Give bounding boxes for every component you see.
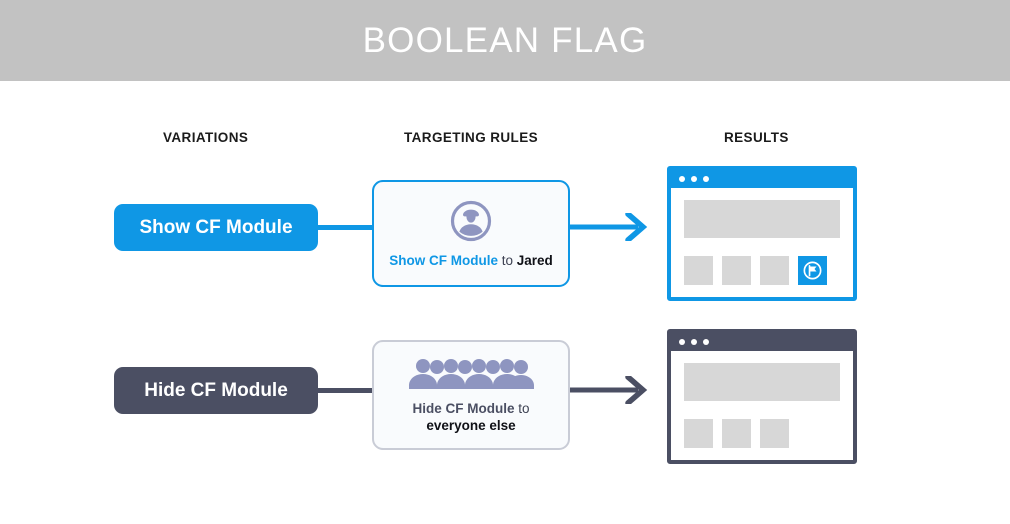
result-browser-window-show bbox=[667, 166, 857, 301]
cf-module-tile bbox=[798, 256, 827, 285]
content-placeholder-block bbox=[684, 363, 840, 401]
rule-flag-name: Show CF Module bbox=[389, 253, 498, 268]
variation-pill-hide[interactable]: Hide CF Module bbox=[114, 367, 318, 414]
window-dot-icon bbox=[703, 176, 709, 182]
rule-connector-word: to bbox=[497, 253, 517, 268]
column-header-targeting-rules: TARGETING RULES bbox=[404, 130, 538, 145]
content-tile bbox=[722, 419, 751, 448]
flow-arrow-show bbox=[570, 211, 658, 243]
window-dot-icon bbox=[679, 176, 685, 182]
flag-rule-row-hide: Hide CF Module bbox=[0, 318, 1010, 478]
column-header-results: RESULTS bbox=[724, 130, 789, 145]
content-tile bbox=[760, 256, 789, 285]
targeting-rule-text-hide: Hide CF Module to everyone else bbox=[412, 400, 529, 434]
targeting-rule-card-show[interactable]: Show CF Module to Jared bbox=[372, 180, 570, 287]
crowd-icon bbox=[403, 356, 539, 394]
content-tile bbox=[722, 256, 751, 285]
rule-flag-name: Hide CF Module bbox=[412, 401, 515, 416]
window-dot-icon bbox=[691, 176, 697, 182]
targeting-rule-card-hide[interactable]: Hide CF Module to everyone else bbox=[372, 340, 570, 450]
rule-audience: Jared bbox=[516, 253, 553, 268]
window-dot-icon bbox=[703, 339, 709, 345]
flow-arrow-hide bbox=[570, 374, 658, 406]
column-header-variations: VARIATIONS bbox=[163, 130, 249, 145]
content-tile bbox=[684, 419, 713, 448]
content-placeholder-block bbox=[684, 200, 840, 238]
window-titlebar bbox=[671, 333, 853, 351]
page-header: BOOLEAN FLAG bbox=[0, 0, 1010, 81]
feature-flag-icon bbox=[803, 261, 822, 280]
content-tile-row bbox=[684, 419, 840, 448]
window-titlebar bbox=[671, 170, 853, 188]
variation-pill-show[interactable]: Show CF Module bbox=[114, 204, 318, 251]
page-title: BOOLEAN FLAG bbox=[362, 20, 648, 60]
content-tile bbox=[684, 256, 713, 285]
window-dot-icon bbox=[679, 339, 685, 345]
connector-line bbox=[316, 225, 376, 230]
window-content bbox=[671, 351, 853, 460]
window-dot-icon bbox=[691, 339, 697, 345]
connector-line bbox=[316, 388, 376, 393]
content-tile bbox=[760, 419, 789, 448]
window-content bbox=[671, 188, 853, 297]
single-user-icon bbox=[449, 198, 493, 244]
result-browser-window-hide bbox=[667, 329, 857, 464]
content-tile-row bbox=[684, 256, 840, 285]
flag-rule-row-show: Show CF Module Show CF Module to Jared bbox=[0, 155, 1010, 315]
rule-audience: everyone else bbox=[426, 418, 516, 433]
targeting-rule-text-show: Show CF Module to Jared bbox=[389, 252, 553, 269]
rule-connector-word: to bbox=[514, 401, 530, 416]
